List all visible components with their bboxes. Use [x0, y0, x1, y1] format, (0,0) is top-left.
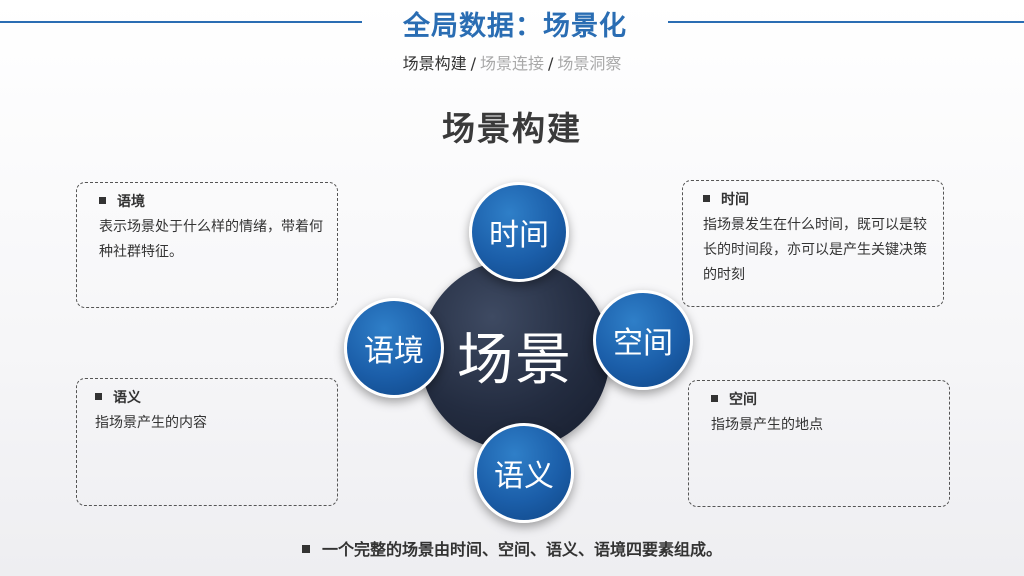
bullet-square-icon [711, 394, 718, 402]
center-node-scene: 场景 [420, 260, 610, 450]
space-box-title: 空间 [711, 389, 935, 409]
title-rule-right [668, 21, 1024, 23]
time-box-title: 时间 [703, 189, 929, 209]
bullet-square-icon [703, 194, 710, 202]
semantic-box-body: 指场景产生的内容 [95, 415, 207, 431]
node-space: 空间 [593, 290, 693, 390]
bullet-square-icon [301, 544, 310, 553]
time-box-title-text: 时间 [721, 192, 749, 208]
breadcrumb-separator: / [470, 54, 476, 73]
semantic-box-title: 语义 [95, 387, 323, 407]
node-time: 时间 [469, 182, 569, 282]
semantic-box-title-text: 语义 [113, 390, 141, 406]
bullet-square-icon [99, 196, 106, 204]
breadcrumb-current: 场景构建 [402, 54, 467, 73]
context-description-box: 语境 表示场景处于什么样的情绪，带着何种社群特征。 [76, 182, 338, 308]
node-semantic: 语义 [474, 423, 574, 523]
space-description-box: 空间 指场景产生的地点 [688, 380, 950, 507]
time-description-box: 时间 指场景发生在什么时间，既可以是较长的时间段，亦可以是产生关键决策的时刻 [682, 180, 944, 307]
section-heading: 场景构建 [442, 109, 582, 148]
breadcrumb-separator: / [548, 54, 554, 73]
title-rule-left [0, 21, 362, 23]
page-title: 全局数据：场景化 [403, 11, 627, 42]
time-box-body: 指场景发生在什么时间，既可以是较长的时间段，亦可以是产生关键决策的时刻 [703, 217, 927, 283]
summary-text: 一个完整的场景由时间、空间、语义、语境四要素组成。 [321, 540, 722, 559]
breadcrumb-item-connection: 场景连接 [479, 54, 544, 73]
context-box-title-text: 语境 [117, 194, 145, 210]
space-box-title-text: 空间 [729, 392, 757, 408]
breadcrumb-item-insight: 场景洞察 [557, 54, 622, 73]
space-box-body: 指场景产生的地点 [711, 417, 823, 433]
node-context: 语境 [344, 298, 444, 398]
summary-statement: 一个完整的场景由时间、空间、语义、语境四要素组成。 [0, 536, 1024, 560]
breadcrumb: 场景构建/场景连接/场景洞察 [0, 50, 1024, 74]
context-box-body: 表示场景处于什么样的情绪，带着何种社群特征。 [99, 219, 323, 260]
bullet-square-icon [95, 392, 102, 400]
semantic-description-box: 语义 指场景产生的内容 [76, 378, 338, 506]
context-box-title: 语境 [99, 191, 323, 211]
